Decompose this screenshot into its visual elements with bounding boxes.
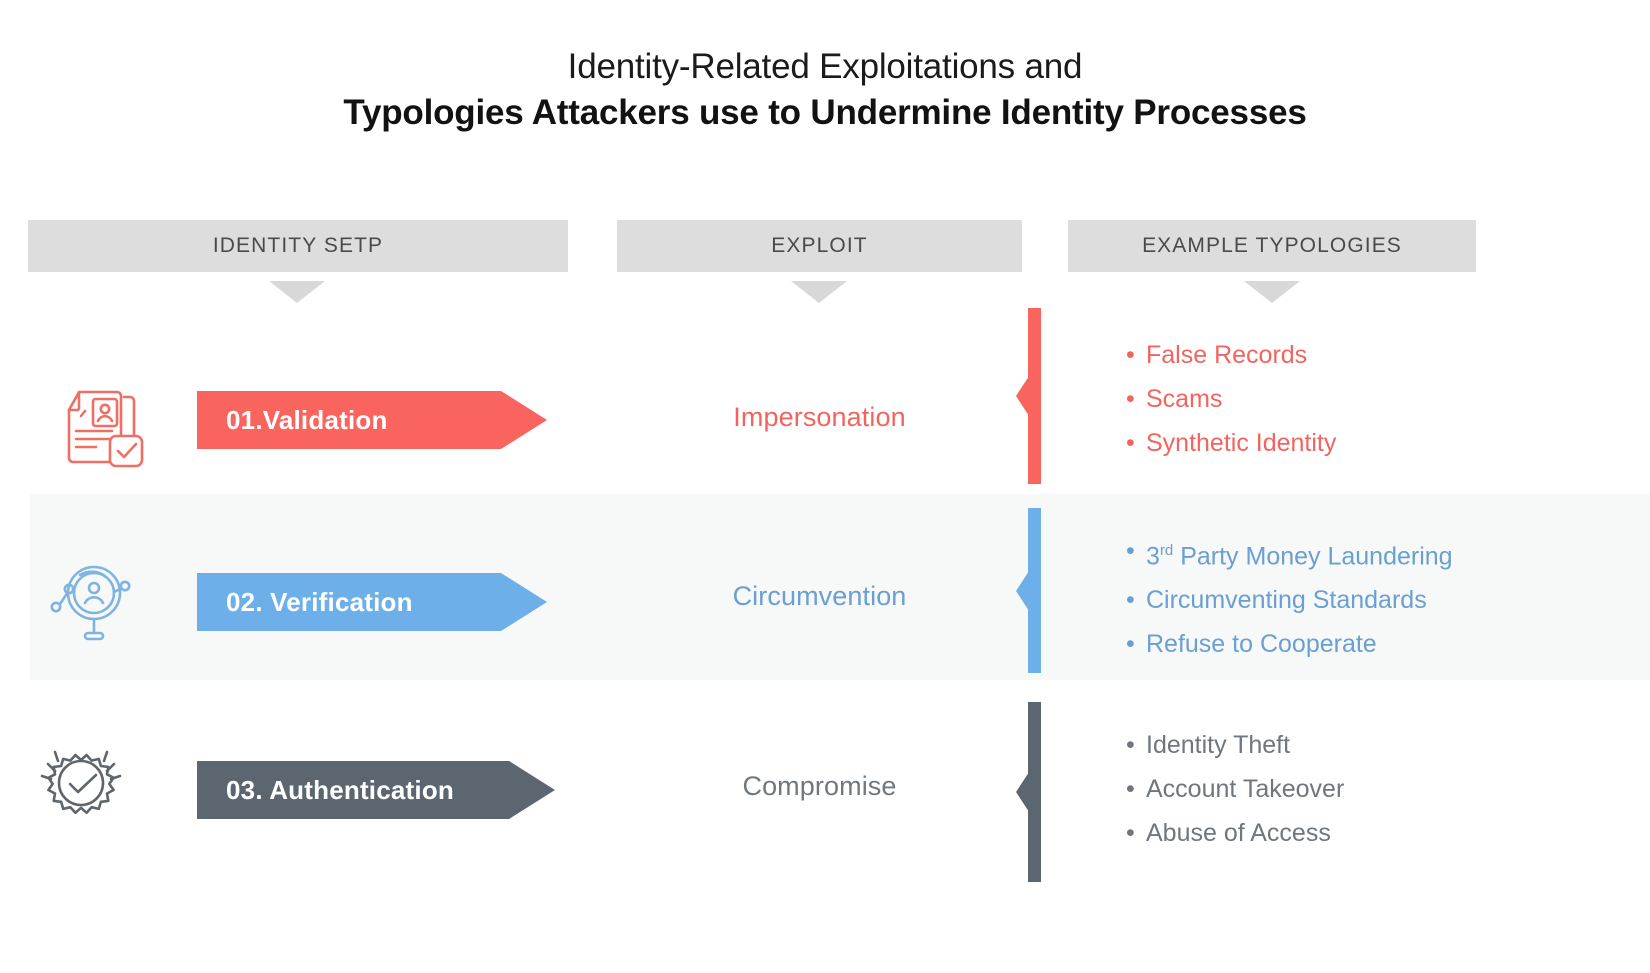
list-item: False Records (1126, 333, 1336, 377)
connector-notch-validation (1016, 376, 1029, 416)
ordinal-suffix: rd (1159, 542, 1174, 559)
connector-notch-authentication (1016, 772, 1029, 812)
list-item: 3rd Party Money Laundering (1126, 529, 1453, 578)
list-item: Synthetic Identity (1126, 421, 1336, 465)
connector-bar-validation (1016, 308, 1041, 484)
exploit-label-impersonation: Impersonation (733, 402, 906, 432)
page-title: Identity-Related Exploitations and Typol… (0, 44, 1650, 136)
column-header-example-typologies: EXAMPLE TYPOLOGIES (1068, 220, 1476, 272)
step-banner-validation-label: 01.Validation (226, 404, 388, 435)
id-document-check-icon (48, 368, 158, 478)
exploit-label-compromise: Compromise (742, 771, 897, 801)
connector-bar-authentication (1016, 702, 1041, 882)
list-item: Identity Theft (1126, 723, 1344, 767)
list-item: Circumventing Standards (1126, 578, 1453, 622)
chevron-down-icon-example-typologies (1244, 281, 1300, 303)
column-header-exploit-label: EXPLOIT (771, 234, 868, 257)
typology-list-validation: False Records Scams Synthetic Identity (1126, 333, 1336, 465)
step-banner-authentication[interactable]: 03. Authentication (197, 761, 555, 819)
list-item-text: Party Money Laundering (1173, 542, 1453, 571)
step-banner-verification-label: 02. Verification (226, 586, 413, 617)
title-line-1: Identity-Related Exploitations and (567, 47, 1083, 86)
column-header-example-typologies-label: EXAMPLE TYPOLOGIES (1142, 234, 1402, 257)
chevron-down-icon-identity-step (269, 281, 325, 303)
connector-notch-verification (1016, 570, 1029, 611)
step-banner-verification[interactable]: 02. Verification (197, 573, 547, 631)
verified-badge-check-icon (26, 730, 136, 840)
chevron-down-icon-exploit (791, 281, 847, 303)
list-item: Refuse to Cooperate (1126, 622, 1453, 666)
magnifier-person-network-icon (36, 545, 146, 655)
ordinal-number: 3 (1146, 542, 1160, 571)
step-banner-authentication-label: 03. Authentication (226, 774, 454, 805)
step-banner-validation[interactable]: 01.Validation (197, 391, 547, 449)
typology-list-authentication: Identity Theft Account Takeover Abuse of… (1126, 723, 1344, 855)
list-item: Abuse of Access (1126, 811, 1344, 855)
exploit-label-circumvention: Circumvention (732, 581, 907, 611)
list-item: Scams (1126, 377, 1336, 421)
column-header-exploit: EXPLOIT (617, 220, 1022, 272)
connector-bar-verification (1016, 508, 1041, 673)
typology-list-verification: 3rd Party Money Laundering Circumventing… (1126, 529, 1453, 666)
title-line-2: Typologies Attackers use to Undermine Id… (343, 93, 1307, 132)
column-header-identity-step-label: IDENTITY SETP (212, 234, 384, 257)
column-header-identity-step: IDENTITY SETP (28, 220, 568, 272)
list-item: Account Takeover (1126, 767, 1344, 811)
